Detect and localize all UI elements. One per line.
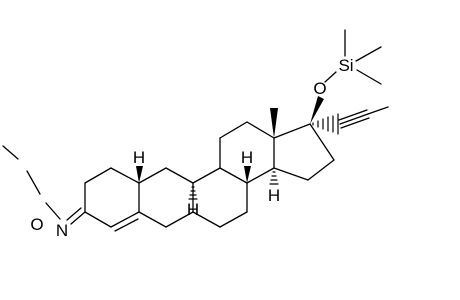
ring-b-c8-link: [192, 182, 248, 228]
ring-a: [84, 167, 140, 232]
methoxime-group: N O: [2, 145, 86, 240]
c14-hydrogen-label: H: [268, 186, 280, 205]
c10-hydrogen-label: H: [133, 148, 145, 167]
silicon-label: Si: [338, 56, 353, 75]
c8-hydrogen-label: H: [241, 148, 253, 167]
c9-hydrogen-hash: [188, 186, 198, 200]
oxime-nitrogen-label: N: [56, 221, 68, 240]
c18-methyl-wedge: [270, 108, 278, 138]
c10-hydrogen-wedge: [136, 166, 143, 183]
c14-hydrogen-hash: [269, 171, 279, 185]
c9-hydrogen-label: H: [187, 200, 199, 219]
trimethylsilyl-group: Si: [324, 29, 382, 85]
ring-b: [138, 167, 194, 228]
c17-oxygen-wedge: [310, 96, 324, 124]
c8-hydrogen-wedge: [244, 166, 251, 183]
ring-c: [192, 121, 275, 184]
ether-oxygen-label: O: [313, 79, 326, 98]
methoxy-oxygen-label: O: [30, 215, 43, 234]
ethynyl-group: [312, 106, 389, 135]
ring-d: [273, 123, 335, 181]
